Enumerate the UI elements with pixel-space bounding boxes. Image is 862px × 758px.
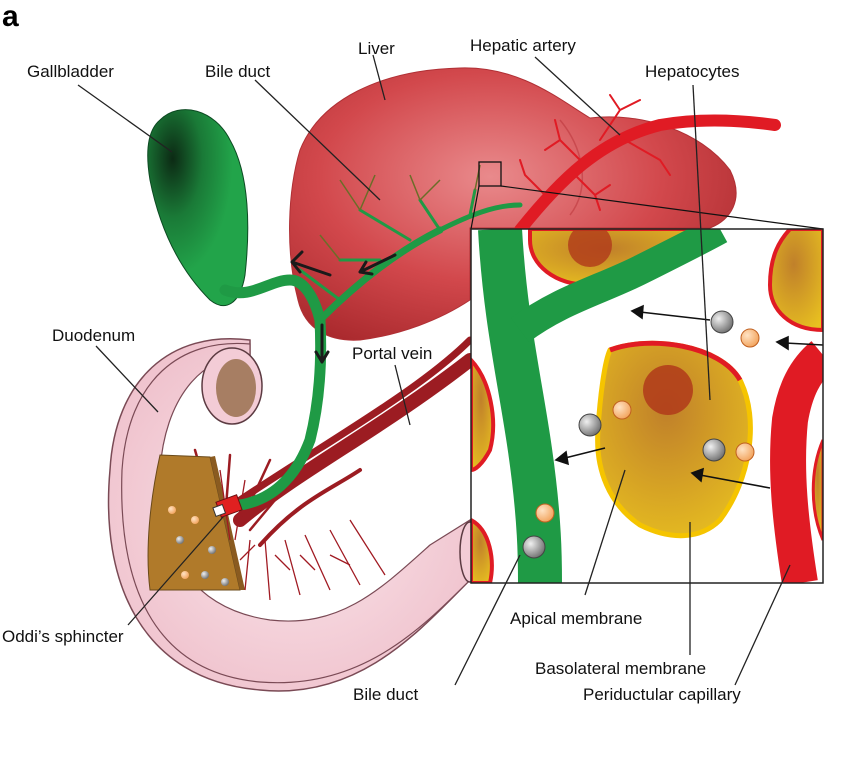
- oddis-sphincter: [212, 494, 243, 518]
- transport-arrows: [554, 304, 823, 489]
- flow-arrows: [290, 250, 397, 364]
- periductular-capillary: [770, 341, 823, 583]
- label-portal-vein: Portal vein: [352, 344, 433, 363]
- gallbladder: [147, 109, 249, 307]
- label-oddis-sphincter: Oddi’s sphincter: [2, 627, 124, 646]
- label-bile-duct-top: Bile duct: [205, 62, 271, 81]
- label-hepatocytes: Hepatocytes: [645, 62, 740, 81]
- leader-lines: [77, 54, 791, 686]
- label-basolateral-membrane: Basolateral membrane: [535, 659, 707, 678]
- duodenum: [107, 338, 481, 692]
- small-bile-branches: [319, 164, 481, 261]
- zoom-panel: [470, 228, 824, 584]
- label-duodenum: Duodenum: [52, 326, 136, 345]
- label-gallbladder: Gallbladder: [27, 62, 114, 81]
- hepatocyte: [595, 340, 753, 539]
- hepatic-artery: [514, 94, 781, 236]
- zoom-source-box: [478, 161, 502, 187]
- hepatocyte: [471, 357, 496, 473]
- label-hepatic-artery: Hepatic artery: [470, 36, 576, 55]
- label-apical-membrane: Apical membrane: [510, 609, 643, 628]
- duodenal-particles: [168, 506, 229, 586]
- hepatocyte: [811, 439, 823, 541]
- panel-letter: a: [2, 0, 19, 33]
- hepatocyte: [767, 229, 823, 333]
- zoom-connectors: [470, 185, 824, 230]
- label-liver: Liver: [358, 39, 395, 58]
- duodenal-vessels: [219, 469, 386, 601]
- label-periductular-capillary: Periductular capillary: [583, 685, 741, 704]
- label-bile-duct-bottom: Bile duct: [353, 685, 419, 704]
- particles: [522, 310, 760, 559]
